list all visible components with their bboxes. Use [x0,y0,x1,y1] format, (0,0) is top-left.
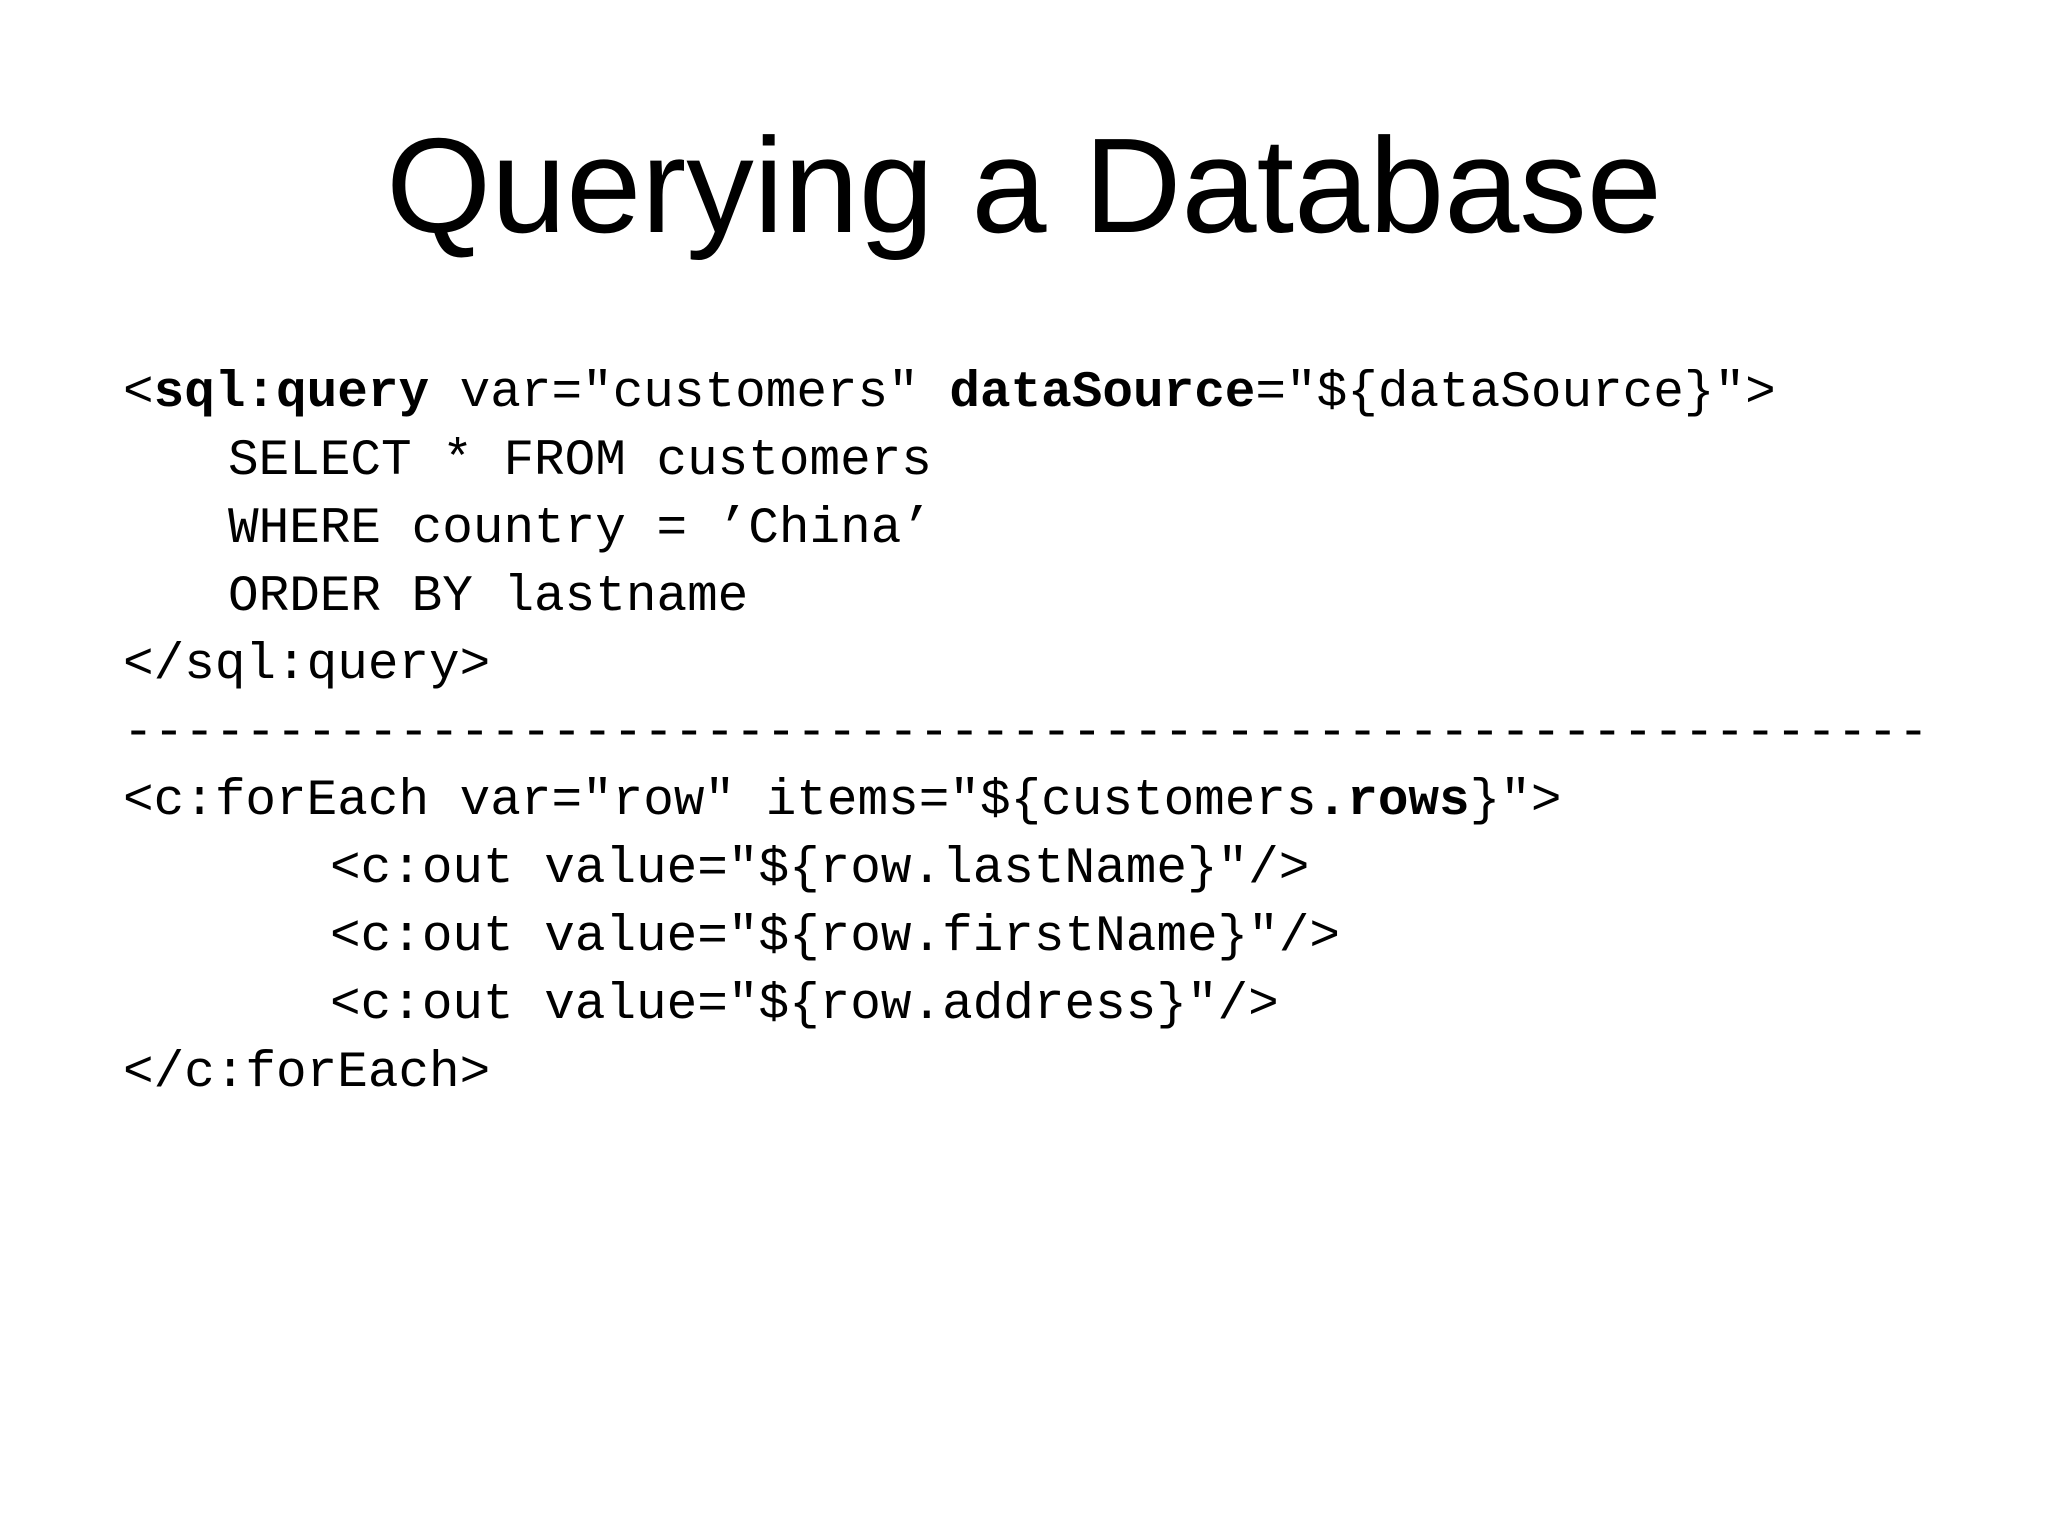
code-line-out-address: <c:out value="${row.address}"/> [123,972,2008,1040]
code-segment: <c:forEach var="row" items="${customers [123,773,1317,830]
code-line-foreach-open: <c:forEach var="row" items="${customers.… [123,768,2008,836]
code-line-out-firstname: <c:out value="${row.firstName}"/> [123,904,2008,972]
code-segment: < [123,365,154,422]
code-line-sql-query-close: </sql:query> [123,632,2008,700]
code-segment: </c:forEach> [123,1045,491,1102]
code-segment: <c:out value="${row.address}"/> [330,977,1279,1034]
code-line-sql-query-open: <sql:query var="customers" dataSource="$… [123,360,2008,428]
code-segment: }"> [1469,773,1562,830]
code-segment: </sql:query> [123,637,491,694]
code-segment: WHERE country = ’China’ [228,501,932,558]
code-segment: ="${dataSource}"> [1255,365,1776,422]
code-segment-bold: sql:query [153,365,430,422]
code-line-foreach-close: </c:forEach> [123,1040,2008,1108]
code-segment: ORDER BY lastname [228,569,749,626]
code-segment: SELECT * FROM customers [228,433,932,490]
code-segment-bold: .rows [1316,773,1470,830]
code-line-select: SELECT * FROM customers [123,428,2008,496]
code-segment: <c:out value="${row.lastName}"/> [330,841,1310,898]
code-block: <sql:query var="customers" dataSource="$… [123,360,2008,1108]
code-segment-bold: dataSource [949,365,1256,422]
code-segment: ----------------------------------------… [123,705,1929,762]
code-line-where: WHERE country = ’China’ [123,496,2008,564]
code-segment: <c:out value="${row.firstName}"/> [330,909,1340,966]
slide-title: Querying a Database [386,110,1662,261]
code-line-order-by: ORDER BY lastname [123,564,2008,632]
code-line-out-lastname: <c:out value="${row.lastName}"/> [123,836,2008,904]
code-segment: var="customers" [429,365,950,422]
separator-dashes: ----------------------------------------… [123,700,2008,768]
